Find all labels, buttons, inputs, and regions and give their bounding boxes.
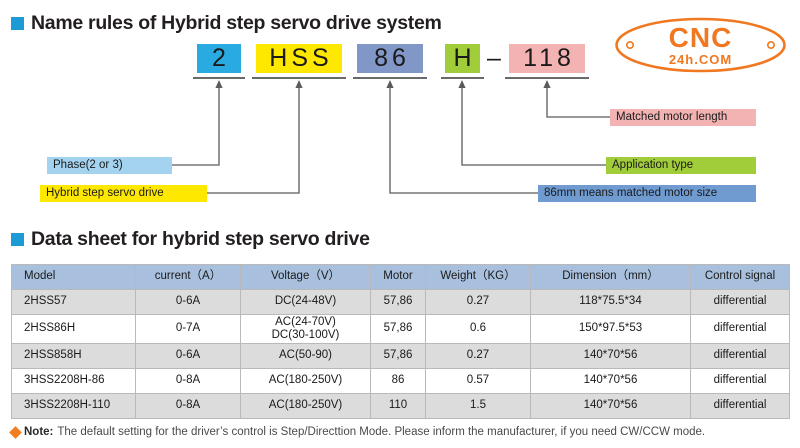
- note-text: The default setting for the driver’s con…: [57, 426, 706, 438]
- code-segment-series: HSS: [256, 44, 342, 73]
- column-header-control: Control signal: [690, 264, 790, 290]
- callout-phase: Phase(2 or 3): [47, 157, 172, 174]
- table-row: 2HSS86H 0-7A AC(24-70V)DC(30-100V) 57,86…: [11, 314, 790, 344]
- note-line: Note: The default setting for the driver…: [9, 425, 706, 439]
- table-header-row: Model current（A） Voltage（V） Motor Weight…: [11, 264, 790, 290]
- table-row: 3HSS2208H-110 0-8A AC(180-250V) 110 1.5 …: [11, 392, 790, 419]
- callout-series: Hybrid step servo drive: [40, 185, 207, 202]
- cell-weight: 0.27: [425, 342, 531, 369]
- cell-motor: 57,86: [370, 289, 426, 315]
- code-underline-series: [252, 77, 346, 79]
- svg-text:24h.COM: 24h.COM: [669, 52, 732, 67]
- cell-weight: 0.6: [425, 314, 531, 344]
- code-segment-motor-length: 118: [509, 44, 585, 73]
- callout-motor-size: 86mm means matched motor size: [538, 185, 756, 202]
- code-underline-phase: [193, 77, 245, 79]
- cell-weight: 0.27: [425, 289, 531, 315]
- cell-motor: 57,86: [370, 314, 426, 344]
- cell-motor: 110: [370, 392, 426, 419]
- data-sheet-table: Model current（A） Voltage（V） Motor Weight…: [11, 264, 790, 419]
- cell-control: differential: [690, 289, 790, 315]
- cell-model: 2HSS57: [11, 289, 136, 315]
- table-row: 2HSS858H 0-6A AC(50-90) 57,86 0.27 140*7…: [11, 342, 790, 369]
- code-segment-phase: 2: [197, 44, 241, 73]
- cell-motor: 86: [370, 367, 426, 394]
- column-header-dimension: Dimension（mm）: [530, 264, 691, 290]
- cell-current: 0-7A: [135, 314, 241, 344]
- column-header-model: Model: [11, 264, 136, 290]
- callout-application-type: Application type: [606, 157, 756, 174]
- cell-dimension: 140*70*56: [530, 392, 691, 419]
- section-title: Name rules of Hybrid step servo drive sy…: [31, 12, 442, 34]
- cell-motor: 57,86: [370, 342, 426, 369]
- svg-text:CNC: CNC: [669, 22, 733, 53]
- cell-voltage: DC(24-48V): [240, 289, 371, 315]
- cell-control: differential: [690, 367, 790, 394]
- cell-current: 0-8A: [135, 392, 241, 419]
- blue-square-icon: [11, 17, 24, 30]
- cell-current: 0-8A: [135, 367, 241, 394]
- column-header-weight: Weight（KG）: [425, 264, 531, 290]
- cell-model: 3HSS2208H-86: [11, 367, 136, 394]
- code-underline-motor-length: [505, 77, 589, 79]
- cell-dimension: 150*97.5*53: [530, 314, 691, 344]
- cell-weight: 0.57: [425, 367, 531, 394]
- table-row: 3HSS2208H-86 0-8A AC(180-250V) 86 0.57 1…: [11, 367, 790, 394]
- cell-model: 2HSS858H: [11, 342, 136, 369]
- code-underline-motor-size: [353, 77, 427, 79]
- cell-model: 2HSS86H: [11, 314, 136, 344]
- cell-control: differential: [690, 314, 790, 344]
- code-segment-application: H: [445, 44, 480, 73]
- code-separator: –: [487, 44, 501, 72]
- cell-control: differential: [690, 342, 790, 369]
- callout-motor-length: Matched motor length: [610, 109, 756, 126]
- cell-dimension: 140*70*56: [530, 342, 691, 369]
- code-underline-application: [441, 77, 484, 79]
- note-label: Note:: [24, 426, 54, 438]
- cnc24h-logo: CNC 24h.COM: [613, 16, 788, 74]
- table-body: 2HSS57 0-6A DC(24-48V) 57,86 0.27 118*75…: [11, 289, 790, 419]
- section-title: Data sheet for hybrid step servo drive: [31, 228, 370, 250]
- code-segment-motor-size: 86: [357, 44, 423, 73]
- orange-diamond-icon: [9, 425, 22, 439]
- cell-current: 0-6A: [135, 289, 241, 315]
- cell-voltage: AC(180-250V): [240, 367, 371, 394]
- cell-weight: 1.5: [425, 392, 531, 419]
- cell-dimension: 140*70*56: [530, 367, 691, 394]
- cell-voltage: AC(180-250V): [240, 392, 371, 419]
- data-sheet-table-wrapper: Model current（A） Voltage（V） Motor Weight…: [11, 264, 790, 419]
- cell-current: 0-6A: [135, 342, 241, 369]
- column-header-current: current（A）: [135, 264, 241, 290]
- cell-voltage: AC(24-70V)DC(30-100V): [240, 314, 371, 344]
- cell-voltage: AC(50-90): [240, 342, 371, 369]
- cell-dimension: 118*75.5*34: [530, 289, 691, 315]
- column-header-voltage: Voltage（V）: [240, 264, 371, 290]
- section-heading-data-sheet: Data sheet for hybrid step servo drive: [11, 228, 370, 251]
- section-heading-name-rules: Name rules of Hybrid step servo drive sy…: [11, 12, 442, 35]
- cell-model: 3HSS2208H-110: [11, 392, 136, 419]
- column-header-motor: Motor: [370, 264, 426, 290]
- table-row: 2HSS57 0-6A DC(24-48V) 57,86 0.27 118*75…: [11, 289, 790, 315]
- blue-square-icon: [11, 233, 24, 246]
- cell-control: differential: [690, 392, 790, 419]
